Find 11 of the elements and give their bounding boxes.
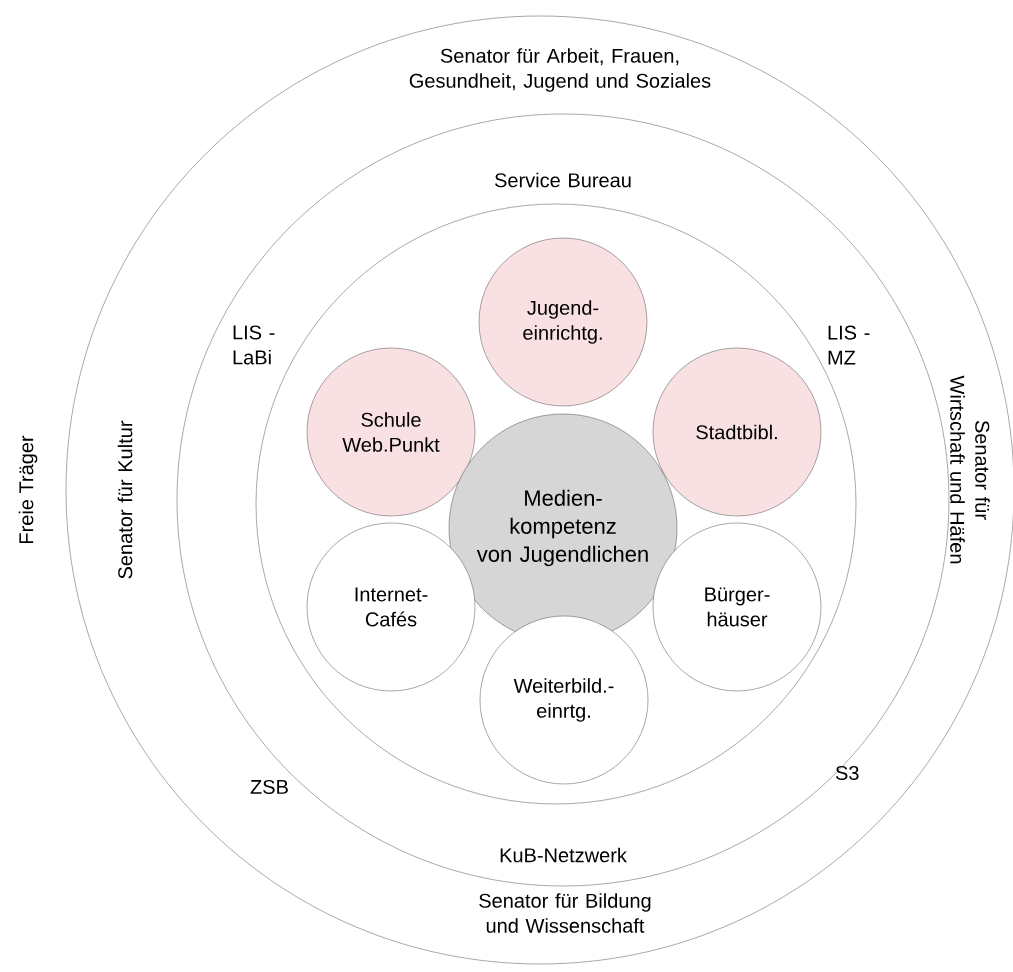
side-label: Freie Träger bbox=[18, 435, 38, 543]
ring-label: Senator für Arbeit, Frauen, Gesundheit, Jugend und Soziales bbox=[409, 48, 711, 92]
ring-label: LIS - LaBi bbox=[233, 325, 275, 365]
ring-label: Senator für Bildung und Wissenschaft bbox=[479, 893, 651, 933]
ring-label: KuB-Netzwerk bbox=[500, 847, 627, 863]
ring-label: Service Bureau bbox=[495, 172, 631, 188]
ring-label: S3 bbox=[835, 765, 859, 781]
ring-label: LIS - MZ bbox=[828, 325, 870, 365]
ring-label: Senator für Kultur bbox=[117, 420, 133, 579]
ring-label: ZSB bbox=[250, 779, 288, 795]
ring-label: Senator für Wirtschaft und Häfen bbox=[950, 375, 990, 564]
